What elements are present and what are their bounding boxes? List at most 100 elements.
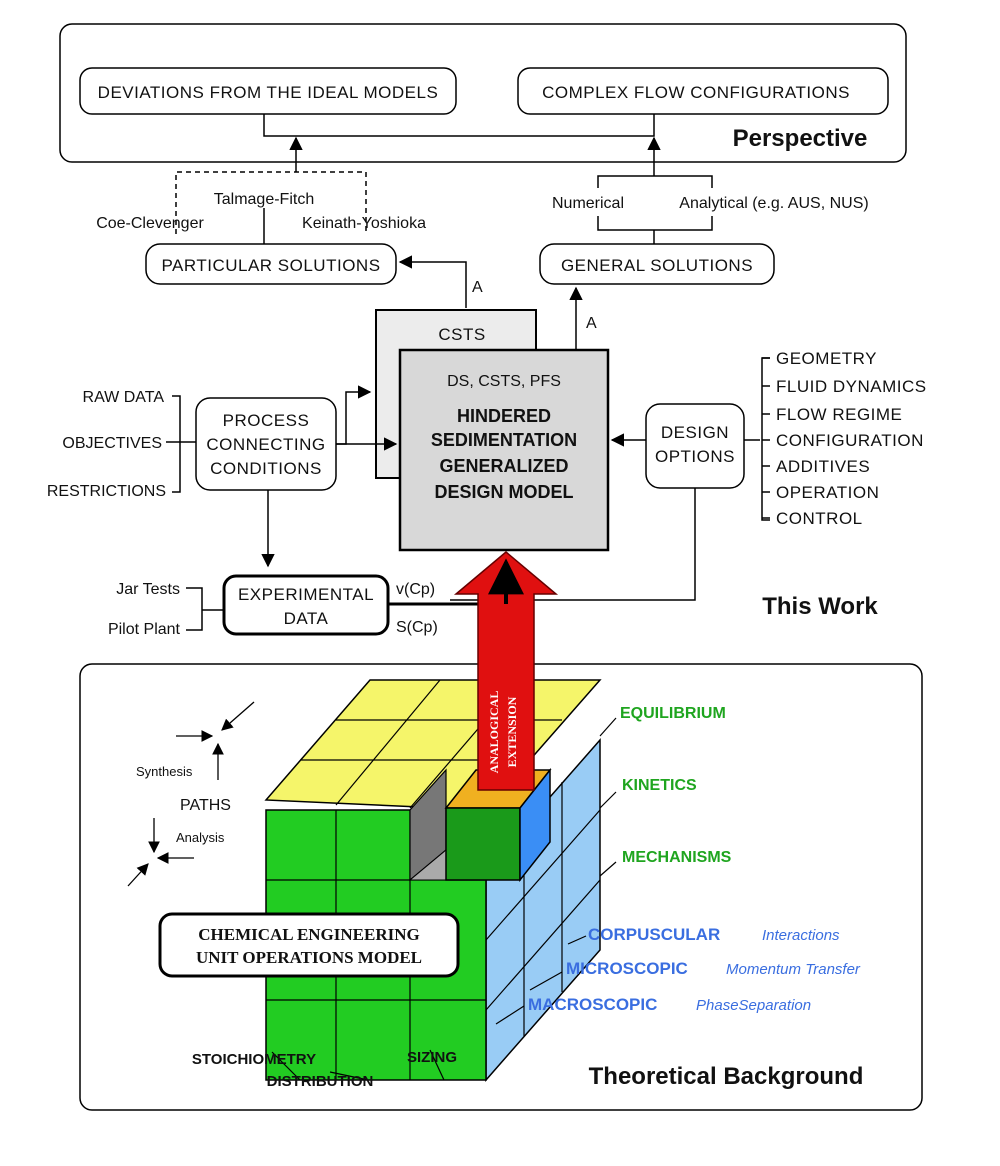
synthesis-label: Synthesis — [136, 764, 193, 779]
ceuo-box — [158, 912, 460, 978]
cube-top-grid — [335, 679, 441, 806]
design-bracket — [761, 357, 770, 521]
talmage-fitch-label: Talmage-Fitch — [214, 191, 314, 208]
design-options-box — [645, 403, 745, 489]
general-solutions-box — [539, 243, 775, 285]
process-line1: PROCESS — [223, 411, 310, 430]
v-cp-label: v(Cp) — [396, 581, 435, 598]
kinetics-label: KINETICS — [622, 777, 697, 794]
small-cube-front — [445, 807, 521, 881]
design-item-geometry: GEOMETRY — [776, 349, 877, 368]
distribution-label: DISTRIBUTION — [267, 1073, 374, 1090]
arrow-a-to-particular — [398, 255, 467, 308]
equilibrium-leader — [599, 717, 617, 737]
kinetics-leader — [599, 791, 617, 809]
ceuo-line2: UNIT OPERATIONS MODEL — [196, 948, 422, 967]
model-line1: HINDERED — [457, 406, 551, 426]
analytical-label: Analytical (e.g. AUS, NUS) — [679, 195, 868, 212]
deviations-label: DEVIATIONS FROM THE IDEAL MODELS — [98, 83, 439, 102]
equilibrium-label: EQUILIBRIUM — [620, 705, 726, 722]
model-line2: SEDIMENTATION — [431, 430, 577, 450]
arrow-a2-label: A — [586, 315, 597, 332]
microscopic-leader — [529, 971, 563, 991]
background-section: ANALOGICAL EXTENSION EQUILIBRIUM KINETIC… — [79, 551, 923, 1111]
inputs-bracket — [172, 395, 181, 493]
cube-side-grid — [485, 879, 601, 1011]
model-subtitle: DS, CSTS, PFS — [447, 373, 561, 390]
analogical-line1: ANALOGICAL — [487, 691, 501, 774]
experimental-line2: DATA — [284, 609, 329, 628]
dashed-tree — [175, 171, 367, 234]
numerical-label: Numerical — [552, 195, 624, 212]
macroscopic-sub-label: PhaseSeparation — [696, 997, 811, 1014]
jar-tests-label: Jar Tests — [116, 581, 180, 598]
design-box-line1: DESIGN — [661, 423, 729, 442]
paths-label: PATHS — [180, 797, 231, 814]
analogical-extension-arrow — [453, 551, 559, 791]
perspective-label: Perspective — [733, 125, 868, 152]
objectives-label: OBJECTIVES — [62, 435, 162, 452]
particular-solutions-box — [145, 243, 397, 285]
macroscopic-label: MACROSCOPIC — [528, 995, 657, 1014]
sizing-label: SIZING — [407, 1049, 457, 1066]
raw-data-label: RAW DATA — [83, 389, 165, 406]
mechanisms-leader — [599, 861, 617, 877]
design-items-list: GEOMETRY FLUID DYNAMICS FLOW REGIME CONFIGU… — [762, 349, 927, 528]
inputs-section: RAW DATA OBJECTIVES RESTRICTIONS PROCESS… — [47, 385, 398, 568]
design-item-additives: ADDITIVES — [776, 457, 870, 476]
design-item-configuration: CONFIGURATION — [776, 431, 924, 450]
perspective-join-line — [263, 114, 655, 137]
experimental-line1: EXPERIMENTAL — [238, 585, 374, 604]
general-tree-top — [597, 175, 713, 188]
analysis-label: Analysis — [176, 830, 225, 845]
design-box-line2: OPTIONS — [655, 447, 735, 466]
complex-flow-box — [517, 67, 889, 115]
sizing-leader — [429, 1049, 445, 1081]
model-section: CSTS DS, CSTS, PFS HINDERED SEDIMENTATIO… — [375, 309, 610, 552]
process-to-csts-arrow — [336, 385, 372, 445]
analogical-text-group: ANALOGICAL EXTENSION — [487, 691, 519, 774]
general-solutions-label: GENERAL SOLUTIONS — [561, 256, 753, 275]
process-line2: CONNECTING — [206, 435, 325, 454]
model-line4: DESIGN MODEL — [434, 482, 573, 502]
experimental-section: Jar Tests Pilot Plant EXPERIMENTAL DATA … — [108, 574, 878, 638]
microscopic-label: MICROSCOPIC — [566, 959, 688, 978]
deviations-box — [79, 67, 457, 115]
perspective-section: DEVIATIONS FROM THE IDEAL MODELS COMPLEX… — [59, 23, 907, 163]
solutions-section: Talmage-Fitch Coe-Clevenger Keinath-Yosh… — [96, 136, 869, 350]
perspective-frame — [59, 23, 907, 163]
general-tree-bottom — [597, 216, 713, 231]
distribution-leader — [329, 1071, 369, 1081]
keinath-yoshioka-label: Keinath-Yoshioka — [302, 215, 426, 232]
particular-solutions-label: PARTICULAR SOLUTIONS — [161, 256, 380, 275]
design-item-flow-regime: FLOW REGIME — [776, 405, 902, 424]
complex-flow-label: COMPLEX FLOW CONFIGURATIONS — [542, 83, 850, 102]
process-line3: CONDITIONS — [210, 459, 322, 478]
stoichiometry-label: STOICHIOMETRY — [192, 1051, 316, 1068]
coe-clevenger-label: Coe-Clevenger — [96, 215, 204, 232]
corpuscular-label: CORPUSCULAR — [588, 925, 720, 944]
s-cp-label: S(Cp) — [396, 619, 438, 636]
corpuscular-sub-label: Interactions — [762, 927, 840, 944]
csts-label: CSTS — [438, 325, 485, 344]
small-cube-side — [519, 767, 551, 883]
arrow-a1-label: A — [472, 279, 483, 296]
design-model-box — [398, 348, 610, 552]
design-item-fluid-dynamics: FLUID DYNAMICS — [776, 377, 927, 396]
design-item-operation: OPERATION — [776, 483, 879, 502]
model-line3: GENERALIZED — [439, 456, 568, 476]
stoichiometry-leader — [271, 1051, 301, 1081]
experimental-bracket — [186, 587, 203, 631]
mechanisms-label: MECHANISMS — [622, 849, 732, 866]
synthesis-arrow-diag — [221, 701, 255, 731]
theoretical-background-label: Theoretical Background — [589, 1063, 864, 1090]
cube-side-grid — [485, 809, 601, 941]
design-item-control: CONTROL — [776, 509, 863, 528]
restrictions-label: RESTRICTIONS — [47, 483, 166, 500]
paths-symbol: Synthesis PATHS Analysis — [127, 701, 255, 887]
design-section: DESIGN OPTIONS GEOMETRY FLUID DYNAMICS FLO… — [450, 349, 927, 601]
this-work-label: This Work — [762, 593, 878, 620]
analogical-line2: EXTENSION — [505, 696, 519, 767]
ceuo-line1: CHEMICAL ENGINEERING — [198, 925, 420, 944]
